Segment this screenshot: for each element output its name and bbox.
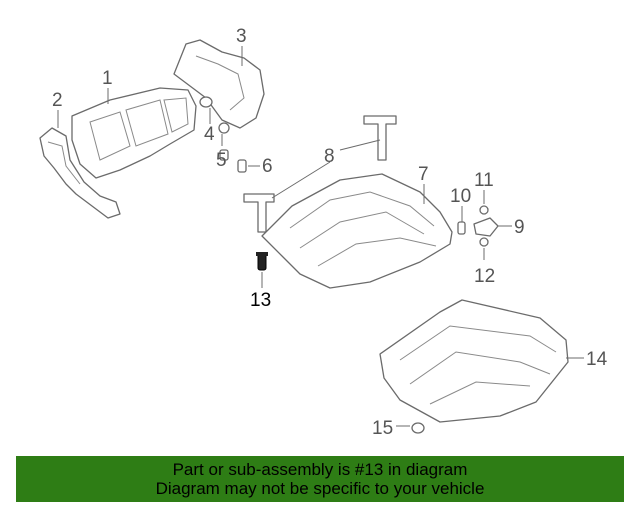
leader-lines [57,46,584,427]
part-8-bracket-upper [363,115,397,161]
parts-diagram: 1 2 3 4 5 6 8 7 10 11 9 12 13 14 15 [39,26,608,439]
part-14-lower-shield [379,299,569,423]
callout-10: 10 [450,186,471,207]
notice-line-part: Part or sub-assembly is #13 in diagram [172,460,468,479]
callout-13: 13 [250,290,271,311]
callout-4: 4 [204,124,215,145]
callout-8: 8 [324,146,335,167]
diagram-notice-banner: Part or sub-assembly is #13 in diagram D… [16,456,624,502]
part-10-clip [457,221,466,235]
part-11-screw [479,205,489,215]
part-1-under-cover [71,87,197,179]
callout-3: 3 [236,26,247,47]
part-4-grommet [199,96,230,134]
part-15-clip [411,422,425,434]
part-8-bracket-lower [243,193,275,233]
part-2-splash-shield [39,127,121,219]
callout-5: 5 [216,150,227,171]
part-5-nut [219,149,229,161]
callout-15: 15 [372,418,393,439]
callout-1: 1 [102,68,113,89]
part-12-screw [479,237,489,247]
callout-7: 7 [418,164,429,185]
callout-2: 2 [52,90,63,111]
callout-9: 9 [514,217,525,238]
part-13-bolt [256,252,268,271]
part-9-bracket [473,217,499,237]
callout-11: 11 [474,170,494,191]
callout-6: 6 [262,156,273,177]
callout-12: 12 [474,266,495,287]
notice-line-disclaimer: Diagram may not be specific to your vehi… [155,479,485,498]
part-7-skid-plate [261,173,453,289]
callout-14: 14 [586,349,608,370]
part-6-clip [237,159,247,173]
